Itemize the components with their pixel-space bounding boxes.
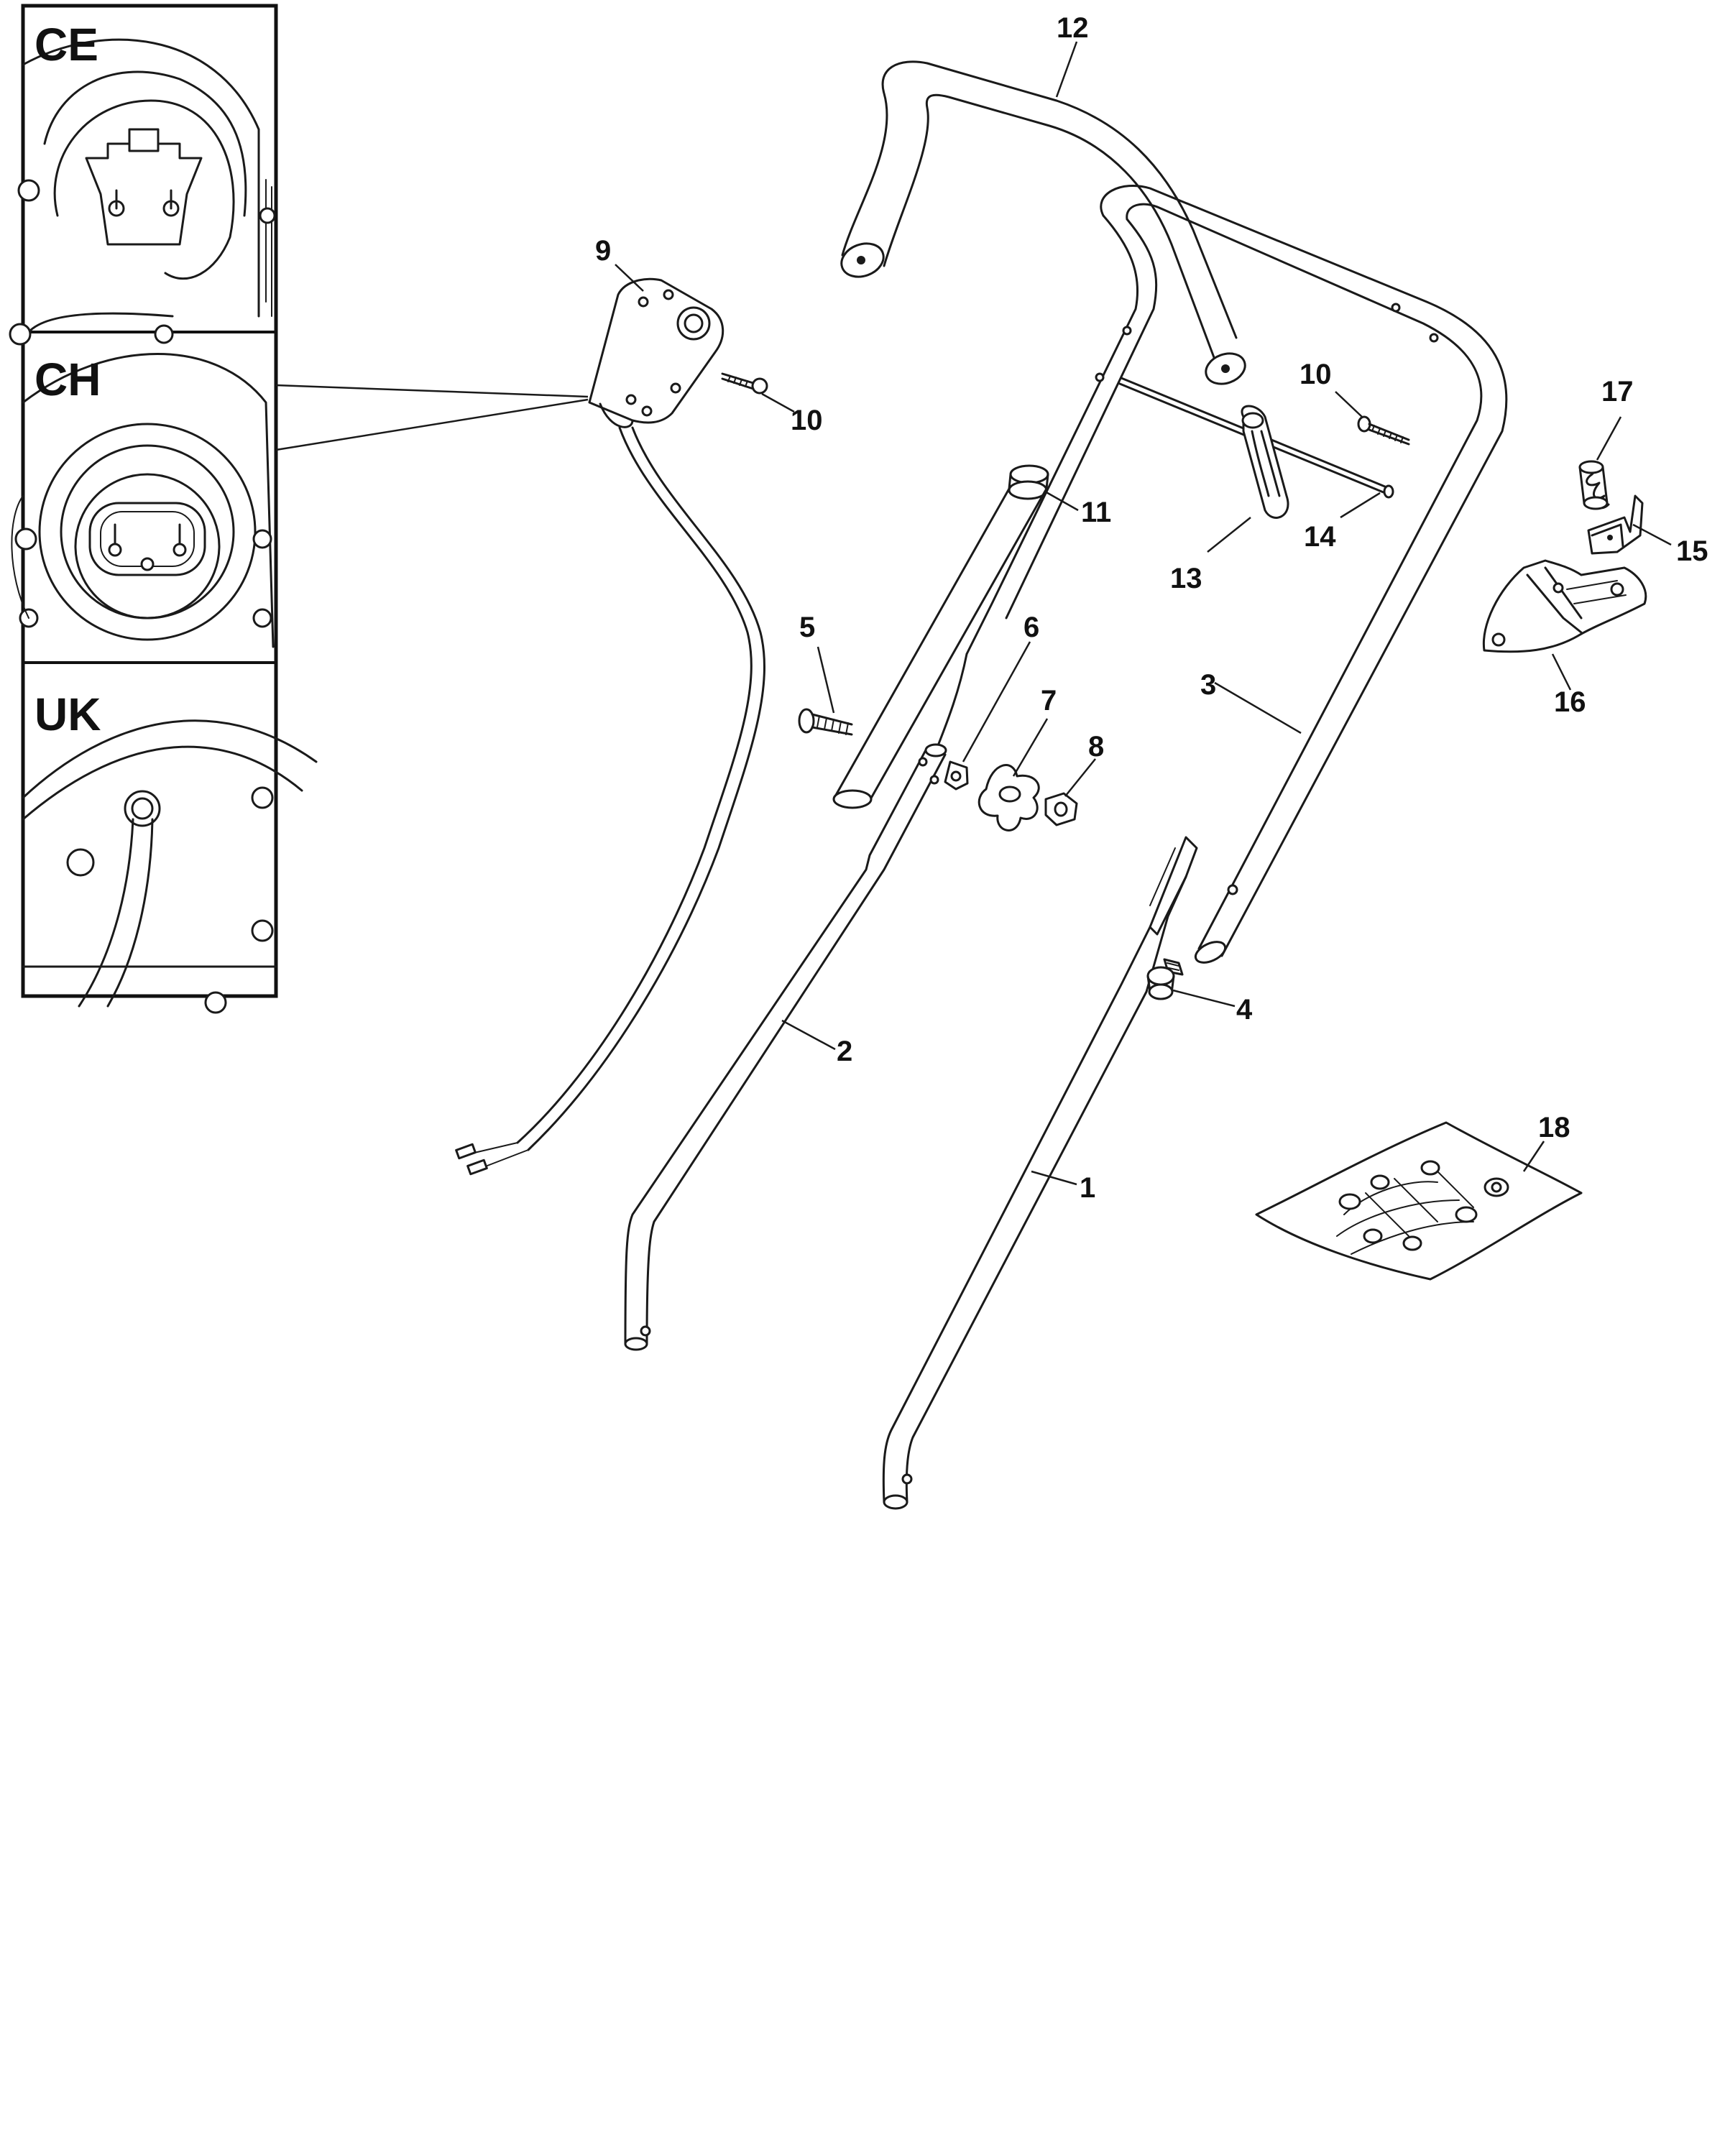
inset-connector-line [275, 398, 589, 451]
part-9-switch-box [588, 277, 724, 428]
callout-18: 18 [1538, 1112, 1570, 1143]
callout-4: 4 [1236, 994, 1253, 1026]
leader-lines [615, 41, 1672, 1186]
callout-10-left: 10 [791, 405, 823, 436]
upper-tube-left-end [832, 487, 1048, 809]
part-7-knob [978, 764, 1040, 831]
callout-16: 16 [1554, 686, 1586, 718]
callout-1: 1 [1080, 1172, 1095, 1204]
part-4-cap [1146, 958, 1184, 1000]
region-label-ch: CH [34, 354, 101, 405]
ce-socket-illustration [9, 38, 276, 346]
part-6-washer [944, 760, 969, 791]
callout-17: 17 [1601, 376, 1634, 407]
part-18-hardware-bag [1255, 1121, 1583, 1281]
callout-12: 12 [1057, 12, 1089, 44]
callout-14: 14 [1304, 521, 1336, 553]
part-10-screw-left [721, 372, 768, 395]
callout-9: 9 [595, 235, 611, 267]
callout-numbers: 12 9 10 10 11 13 14 17 15 16 5 6 7 8 3 4… [595, 12, 1708, 1204]
callout-5: 5 [799, 612, 815, 643]
part-1-lower-right-tube [882, 836, 1198, 1510]
switch-cable [455, 426, 765, 1176]
callout-10-right: 10 [1300, 359, 1332, 390]
part-2-lower-left-tube [624, 743, 947, 1351]
part-15-switch-lever [1587, 494, 1644, 555]
part-8-nut [1044, 792, 1078, 826]
part-11-sleeve [1008, 464, 1049, 500]
uk-cable-illustration [22, 719, 318, 1014]
inset-connector-line [275, 384, 589, 398]
part-5-bolt [798, 708, 853, 736]
part-3-handle-frame [933, 184, 1508, 964]
callout-3: 3 [1200, 669, 1216, 701]
callout-6: 6 [1024, 612, 1039, 643]
inset-panels: CE CH UK [9, 4, 589, 1014]
ch-socket-illustration [11, 353, 275, 648]
part-10-screw-right [1357, 415, 1410, 446]
callout-8: 8 [1088, 731, 1104, 763]
part-13-cable-hook [1241, 405, 1289, 519]
callout-2: 2 [837, 1036, 852, 1067]
callout-7: 7 [1041, 685, 1057, 717]
inset-frame [21, 4, 278, 998]
part-12-upper-handle [840, 60, 1246, 385]
callout-13: 13 [1170, 563, 1202, 594]
region-label-ce: CE [34, 19, 98, 70]
part-16-switch-housing [1482, 559, 1647, 653]
callout-11: 11 [1081, 497, 1111, 528]
part-17-spring [1578, 460, 1610, 510]
region-label-uk: UK [34, 688, 101, 740]
callout-15: 15 [1676, 535, 1708, 567]
parts [455, 60, 1647, 1510]
